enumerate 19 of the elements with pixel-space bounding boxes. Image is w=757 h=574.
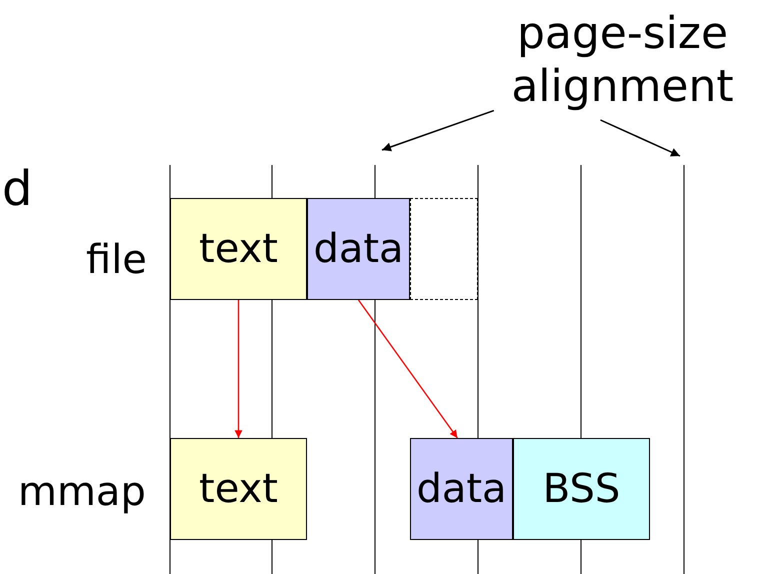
data-segment-box: [410, 438, 513, 540]
letter-text: d: [2, 165, 32, 213]
bss-segment-box: [513, 438, 650, 540]
segment-label: text: [199, 229, 278, 269]
text-segment-box: [170, 438, 307, 540]
arrow: [358, 300, 458, 438]
segment-label: data: [313, 229, 404, 269]
segment-label: data: [416, 469, 507, 509]
leader-arrow: [382, 110, 494, 152]
row-label: mmap: [18, 472, 146, 512]
annotation-text: page-size alignment: [510, 8, 735, 114]
arrow: [234, 300, 242, 438]
text-segment-box: [170, 198, 307, 300]
data-segment-box: [307, 198, 410, 300]
leader-arrow: [600, 119, 680, 157]
padding-box: [410, 198, 478, 300]
segment-label: text: [199, 469, 278, 509]
segment-label: BSS: [542, 469, 620, 509]
row-label: file: [86, 240, 147, 280]
